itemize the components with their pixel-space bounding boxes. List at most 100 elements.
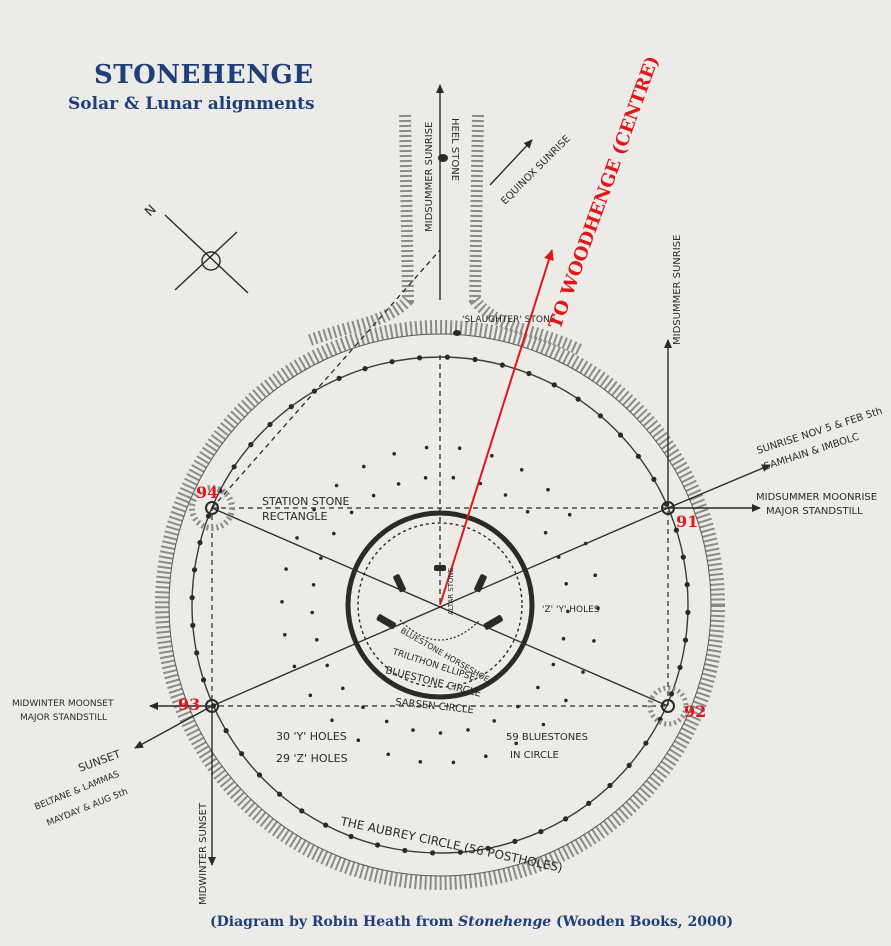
label-z-holes: 29 'Z' HOLES (276, 752, 348, 765)
aubrey-hole (680, 554, 686, 560)
aubrey-hole (586, 800, 592, 807)
y-hole (593, 573, 597, 577)
y-hole (564, 698, 568, 703)
aubrey-hole (194, 650, 200, 656)
aubrey-hole (684, 582, 690, 588)
y-hole (484, 754, 488, 758)
label-rectangle: RECTANGLE (262, 510, 328, 523)
y-hole (295, 536, 299, 540)
station-number-92: 92 (684, 702, 706, 721)
aubrey-hole (205, 513, 212, 519)
slaughter-stone-marker (453, 330, 461, 336)
y-hole (490, 453, 494, 458)
z-hole (311, 583, 316, 587)
z-hole (525, 509, 530, 514)
axis-arrows (134, 84, 771, 866)
z-hole (325, 663, 330, 668)
z-hole (371, 493, 376, 498)
aubrey-hole (277, 791, 283, 797)
z-hole (503, 493, 508, 497)
north-compass (164, 214, 249, 294)
credit-suffix: (Wooden Books, 2000) (551, 914, 734, 930)
aubrey-hole (499, 362, 505, 368)
z-hole (384, 719, 389, 724)
heel-stone-marker (438, 154, 448, 162)
aubrey-hole (190, 622, 196, 629)
y-hole (330, 718, 334, 723)
z-hole (551, 662, 556, 667)
aubrey-hole (267, 421, 273, 428)
y-hole (592, 639, 596, 643)
aubrey-hole (256, 772, 263, 778)
aubrey-hole (323, 822, 329, 828)
aubrey-hole (617, 432, 624, 438)
label-midwinter-sunset: MIDWINTER SUNSET (198, 802, 209, 905)
y-hole (546, 487, 550, 492)
aubrey-hole (597, 413, 604, 419)
aubrey-hole (191, 567, 198, 573)
label-major-standstill-left: MAJOR STANDSTILL (20, 713, 107, 723)
aubrey-hole (375, 842, 381, 848)
y-hole (334, 483, 339, 488)
label-in-circle: IN CIRCLE (510, 750, 559, 761)
label-station-stone: STATION STONE (262, 495, 349, 508)
aubrey-hole (430, 850, 436, 856)
z-hole (332, 531, 336, 536)
z-hole (543, 530, 548, 535)
aubrey-hole (362, 366, 368, 372)
label-heel-stone: HEEL STONE (449, 118, 460, 181)
north-label: N (142, 202, 159, 219)
aubrey-hole (197, 540, 203, 546)
y-hole (308, 693, 313, 698)
y-hole (451, 760, 456, 765)
label-midsummer-sunrise-right: MIDSUMMER SUNRISE (672, 235, 683, 345)
aubrey-hole (626, 762, 632, 769)
z-hole (492, 719, 497, 723)
label-equinox-sunrise: EQUINOX SUNRISE (499, 134, 572, 207)
aubrey-hole (223, 728, 229, 734)
z-hole (438, 731, 443, 735)
y-hole (392, 452, 397, 456)
aubrey-hole (651, 476, 657, 482)
label-sarsen-circle: SARSEN CIRCLE (395, 697, 475, 716)
z-hole (310, 610, 315, 615)
y-hole (292, 664, 297, 669)
aubrey-hole (673, 527, 680, 533)
station-stone-92 (647, 685, 689, 727)
diagram-subtitle: Solar & Lunar alignments (68, 94, 315, 114)
label-59-bluestones: 59 BLUESTONES (506, 732, 588, 743)
bluestone-horseshoe-line (399, 619, 481, 641)
aubrey-hole (417, 355, 423, 361)
y-hole (283, 633, 287, 637)
y-hole (386, 752, 391, 757)
y-hole (581, 670, 585, 674)
y-hole (418, 760, 423, 764)
y-hole (457, 446, 462, 451)
aubrey-hole (248, 442, 254, 448)
aubrey-hole (231, 464, 237, 470)
aubrey-hole (682, 637, 689, 643)
label-slaughter-stone: 'SLAUGHTER' STONE (462, 315, 556, 325)
aubrey-hole (643, 740, 649, 746)
aubrey-hole (201, 677, 207, 683)
y-hole (596, 606, 600, 610)
label-aubrey-circle: THE AUBREY CIRCLE (56 POSTHOLES) (338, 814, 564, 875)
z-hole (561, 636, 566, 641)
aubrey-hole (299, 808, 305, 814)
z-hole (423, 476, 428, 480)
label-altar-stone: ALTAR STONE (447, 568, 455, 615)
outer-bank-ring (155, 320, 725, 890)
y-hole (284, 567, 288, 571)
aubrey-circle (189, 354, 691, 856)
station-number-91: 91 (676, 512, 698, 531)
aubrey-hole (348, 833, 354, 840)
aubrey-hole (485, 845, 491, 851)
aubrey-hole (538, 829, 544, 835)
label-midwinter-moonset: MIDWINTER MOONSET (12, 699, 114, 709)
y-z-holes (280, 445, 600, 765)
aubrey-hole (551, 382, 557, 388)
aubrey-hole (563, 816, 569, 822)
station-stone-91 (661, 501, 675, 515)
alignment-lines (211, 249, 669, 707)
